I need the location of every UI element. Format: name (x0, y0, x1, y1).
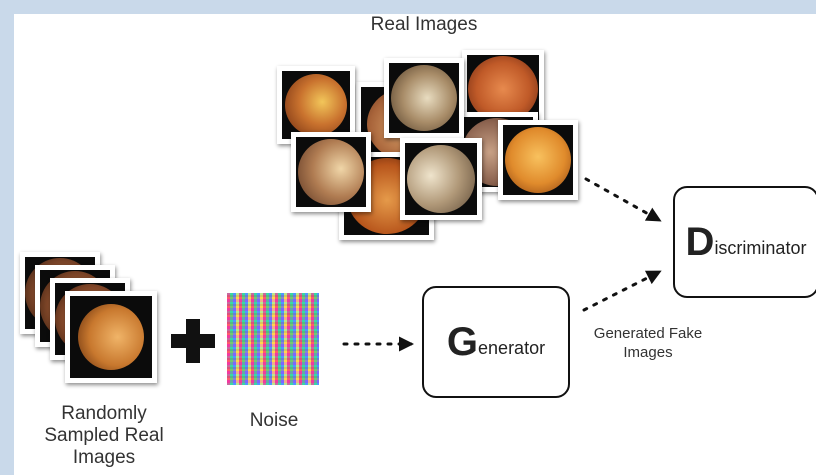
real-image-photo (277, 66, 355, 144)
sampled-image-photo (65, 291, 157, 383)
discriminator-initial: D (685, 220, 715, 264)
sampled-images-label: Randomly Sampled Real Images (44, 403, 164, 468)
real-image-photo (384, 58, 464, 138)
generator-initial: G (446, 320, 479, 364)
generated-fake-label: Generated Fake Images (593, 325, 703, 361)
noise-image (227, 293, 319, 385)
real-image-photo (498, 120, 578, 200)
diagram-canvas: Real Images (14, 14, 816, 475)
generator-rest: enerator (478, 337, 546, 358)
real-image-photo (291, 132, 371, 212)
discriminator-rest: iscriminator (714, 237, 807, 258)
arrow-real-to-discriminator (584, 177, 662, 222)
noise-label: Noise (249, 410, 299, 431)
arrow-generator-to-discriminator (582, 270, 662, 312)
real-images-title: Real Images (370, 14, 478, 35)
real-image-photo (400, 138, 482, 220)
arrows-layer (342, 177, 662, 352)
